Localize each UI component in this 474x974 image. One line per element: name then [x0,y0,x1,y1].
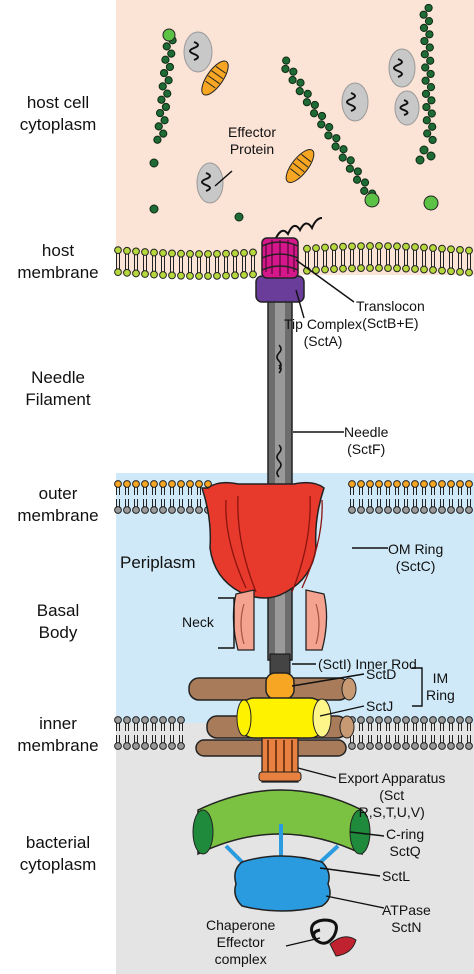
sctj-yellow-ring [236,697,332,739]
export-apparatus [258,737,302,783]
actin-filament-2 [281,56,377,198]
callout-translocon: Translocon (SctB+E) [356,298,425,331]
label-needle-filament: Needle Filament [25,368,91,409]
chaperone-effector-icon [310,918,357,957]
om-ring-secretin [200,481,325,599]
callout-lines [218,259,423,947]
actin-end-cap [423,195,439,211]
callout-sctl: SctL [382,868,411,884]
callout-tip-complex: Tip Complex (SctA) [284,316,363,349]
extracellular-region [116,275,474,473]
callout-sctj: SctJ [366,698,394,714]
label-outer-membrane: outer membrane [17,484,99,525]
label-periplasm: Periplasm [120,553,196,572]
callout-effector-protein: Effector Protein [228,124,276,157]
effector-callout-line [214,170,233,187]
tip-complex [255,275,305,303]
actin-filament-1 [153,36,177,144]
callout-om-ring: OM Ring (SctC) [388,541,444,574]
callout-atpase: ATPase SctN [382,902,431,935]
c-ring-end-left [192,809,214,855]
actin-end-cap [162,28,176,42]
callout-needle: Needle (SctF) [344,424,389,457]
label-host-membrane: host membrane [17,241,99,282]
label-bacterial-cytoplasm: bacterial cytoplasm [19,833,97,874]
inner-membrane-bilayer [114,716,473,750]
label-basal-body: Basal Body [36,601,80,642]
secreted-effector-icon [275,217,323,239]
callout-chaperone: Chaperone Effector complex [206,917,276,967]
host-cytoplasm-region [116,0,474,275]
host-membrane-bilayer [114,242,473,280]
chaperone-orange-spindles [201,60,315,184]
callout-export-apparatus: Export Apparatus (Sct R,S,T,U,V) [338,770,446,820]
callout-im-ring: IM Ring [426,670,455,703]
atpase-sctn [234,855,331,912]
callout-neck: Neck [182,614,214,630]
sctd-orange-ring [265,672,295,700]
callout-inner-rod: (SctI) Inner Rod [318,656,417,672]
label-inner-membrane: inner membrane [17,714,99,755]
label-host-cytoplasm: host cell cytoplasm [19,93,97,134]
callout-c-ring: C-ring SctQ [386,826,425,859]
translocon-pore [261,237,299,279]
callout-sctd: SctD [366,666,397,682]
actin-end-cap [364,192,380,208]
needle-filament-shaft [267,299,293,661]
om-ring-ridges [225,495,323,593]
actin-monomers-scattered [149,145,436,222]
actin-filament-3 [419,3,437,145]
effector-protein-blobs [183,31,420,204]
